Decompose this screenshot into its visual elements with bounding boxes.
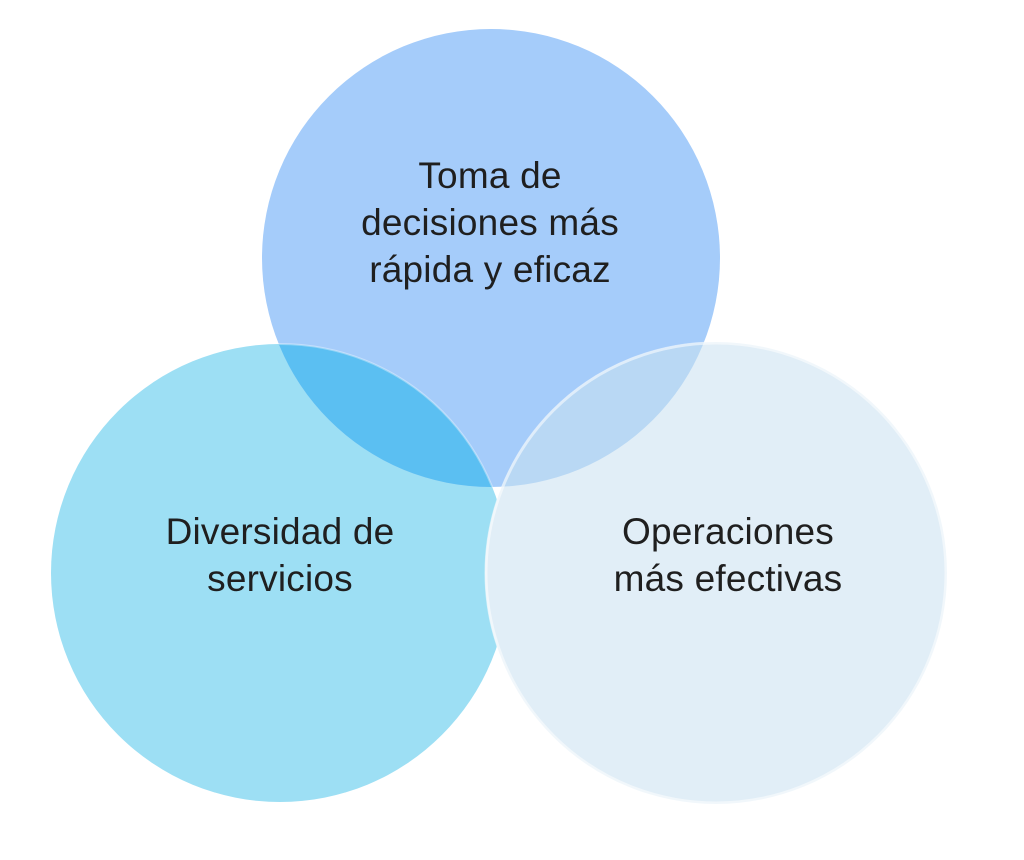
set-label-top-line-2: decisiones más <box>361 202 619 243</box>
set-circle-right-outline <box>484 341 948 805</box>
overlap-top-left <box>262 344 509 487</box>
set-label-left-line-2: servicios <box>207 558 353 599</box>
overlap-top-right <box>485 342 720 487</box>
set-label-top-line-1: Toma de <box>418 155 562 196</box>
set-circle-left-outline <box>262 343 510 487</box>
set-label-left-line-1: Diversidad de <box>165 511 395 552</box>
set-label-right-line-2: más efectivas <box>613 558 843 599</box>
set-label-top: Toma de decisiones más rápida y eficaz <box>290 152 690 293</box>
set-label-left: Diversidad de servicios <box>80 508 480 602</box>
set-label-right: Operaciones más efectivas <box>528 508 928 602</box>
set-label-right-line-1: Operaciones <box>622 511 834 552</box>
set-label-top-line-3: rápida y eficaz <box>369 249 611 290</box>
